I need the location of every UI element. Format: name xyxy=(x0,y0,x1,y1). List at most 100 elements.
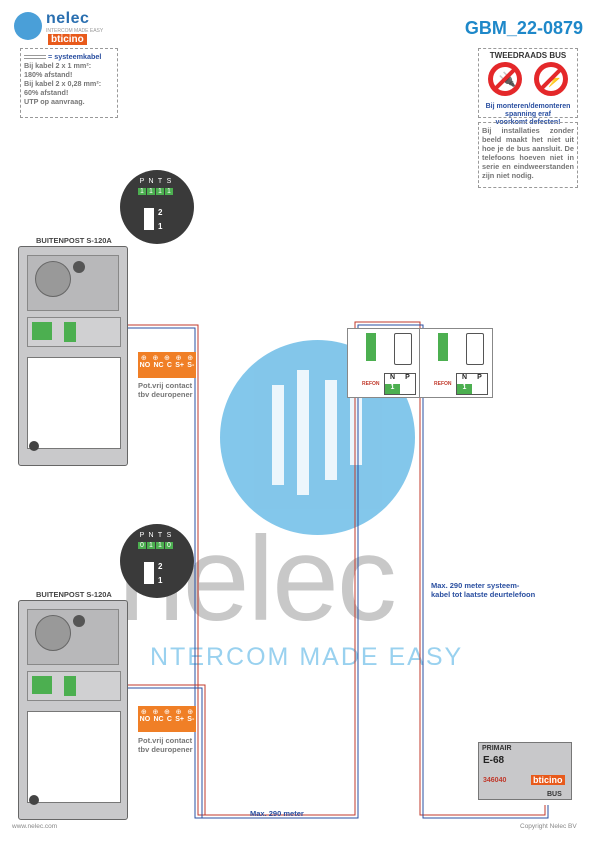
unit-2-caption-2: tbv deuropener xyxy=(138,745,193,754)
footer-website: www.nelec.com xyxy=(12,823,58,830)
unit-2-label: BUITENPOST S-120A xyxy=(36,590,112,599)
warning-text-1: Bij monteren/demonteren xyxy=(485,103,571,110)
unit-2-button-frame xyxy=(27,711,121,803)
cable-note-line: 180% afstand! xyxy=(24,70,73,79)
unit-1-screw-icon xyxy=(29,441,39,451)
cable-note: = systeemkabel Bij kabel 2 x 1 mm²: 180%… xyxy=(20,48,118,118)
unit-1-speaker-icon xyxy=(35,261,71,297)
unit-1-terminal-connector xyxy=(32,322,52,340)
unit-2-caption-1: Pot.vrij contact xyxy=(138,736,193,745)
dip-label: T xyxy=(157,178,163,185)
unit-2-bus-connector xyxy=(64,676,76,696)
phone-2-connector xyxy=(438,333,448,361)
psu-code: 346040 xyxy=(483,777,507,784)
no-voltage-icon: ⚡ xyxy=(534,62,569,96)
unit-1-terminal-block xyxy=(27,317,121,347)
unit-1-panel xyxy=(18,246,128,466)
unit-2-speaker-icon xyxy=(35,615,71,651)
cable-note-title: = systeemkabel xyxy=(24,52,114,61)
unit-2-selector-switch xyxy=(144,562,154,584)
relay-label: NC xyxy=(153,716,164,723)
unit-2-terminal-block xyxy=(27,671,121,701)
dip-value: 1 xyxy=(138,188,146,195)
cable-note-line: Bij kabel 2 x 0,28 mm²: xyxy=(24,79,102,88)
dip-label: P xyxy=(139,178,145,185)
unit-2-relay-block: ⊕⊕⊕⊕⊕ NO NC C S+ S- xyxy=(138,706,196,732)
relay-terminals: ⊕⊕⊕⊕⊕ xyxy=(140,709,194,716)
unit-2-dip-switch: P N T S xyxy=(138,532,173,539)
dip-value: 1 xyxy=(156,542,164,549)
relay-label: NC xyxy=(153,362,164,369)
dip-label: P xyxy=(139,532,145,539)
psu-model: E-68 xyxy=(483,755,505,766)
unit-1-zoom-circle: P N T S 1 1 1 1 2 1 xyxy=(120,170,194,244)
watermark-bars-icon xyxy=(272,370,362,495)
dip-label: S xyxy=(166,178,172,185)
bticino-logo: bticino xyxy=(48,34,87,45)
relay-label: S- xyxy=(187,362,195,369)
dip-label: N xyxy=(148,178,154,185)
psu-primair: PRIMAIR xyxy=(482,745,512,752)
cable-note-line: 60% afstand! xyxy=(24,88,69,97)
unit-2-panel xyxy=(18,600,128,820)
distance-note-2: kabel tot laatste deurtelefoon xyxy=(431,590,536,599)
unit-1-bus-connector xyxy=(64,322,76,342)
psu-bus-label: BUS xyxy=(547,791,562,798)
watermark-tagline: NTERCOM MADE EASY xyxy=(150,643,464,671)
switch-top-label: 2 xyxy=(158,208,163,217)
relay-label: C xyxy=(166,362,172,369)
distance-note-1: Max. 290 meter systeem- xyxy=(431,581,520,590)
max-distance-label: Max. 290 meter xyxy=(250,809,304,818)
unit-1-button-frame xyxy=(27,357,121,449)
dip-value: 1 xyxy=(156,188,164,195)
relay-label: C xyxy=(166,716,172,723)
footer-copyright: Copyright Nelec BV xyxy=(520,823,577,830)
unit-2-zoom-circle: P N T S 0 1 1 0 2 1 xyxy=(120,524,194,598)
warning-text-2: spanning eraf xyxy=(505,111,551,118)
dip-value: 1 xyxy=(147,542,155,549)
unit-1-caption-1: Pot.vrij contact xyxy=(138,381,193,390)
unit-1-camera-icon xyxy=(73,261,85,273)
unit-1-label: BUITENPOST S-120A xyxy=(36,236,112,245)
brand-subtitle: INTERCOM MADE EASY xyxy=(46,28,104,34)
unit-2-screw-icon xyxy=(29,795,39,805)
unit-1-selector-switch xyxy=(144,208,154,230)
unit-1-caption-2: tbv deuropener xyxy=(138,390,193,399)
nelec-logo-icon xyxy=(14,12,42,40)
unit-1-relay-block: ⊕⊕⊕⊕⊕ NO NC C S+ S- xyxy=(138,352,196,378)
phone-1-connector xyxy=(366,333,376,361)
switch-bottom-label: 1 xyxy=(158,222,163,231)
dip-label: S xyxy=(166,532,172,539)
info-box: Bij installaties zonder beeld maakt het … xyxy=(478,122,578,188)
switch-top-label: 2 xyxy=(158,562,163,571)
relay-terminals: ⊕⊕⊕⊕⊕ xyxy=(140,355,194,362)
no-plug-icon: 🔌 xyxy=(487,62,522,96)
dip-label: N xyxy=(148,532,154,539)
phone-2-tag: REFON xyxy=(434,381,452,387)
psu-brand: bticino xyxy=(531,775,565,785)
document-id: GBM_22-0879 xyxy=(464,18,583,38)
dip-value: 1 xyxy=(147,188,155,195)
brand-name: nelec xyxy=(46,10,90,27)
cable-note-line: UTP op aanvraag. xyxy=(24,97,85,106)
relay-label: S+ xyxy=(175,716,184,723)
dip-value: 1 xyxy=(165,188,173,195)
power-supply: PRIMAIR E-68 346040 bticino BUS xyxy=(478,742,572,800)
unit-1-dip-switch: P N T S xyxy=(138,178,173,185)
phone-1-tag: REFON xyxy=(362,381,380,387)
unit-2-camera-icon xyxy=(73,615,85,627)
dip-value: 0 xyxy=(138,542,146,549)
switch-bottom-label: 1 xyxy=(158,576,163,585)
unit-2-terminal-connector xyxy=(32,676,52,694)
phone-1-handset-icon xyxy=(394,333,412,365)
relay-label: S+ xyxy=(175,362,184,369)
relay-label: S- xyxy=(187,716,195,723)
phone-2-handset-icon xyxy=(466,333,484,365)
dip-label: T xyxy=(157,532,163,539)
dip-value: 0 xyxy=(165,542,173,549)
relay-label: NO xyxy=(139,362,151,369)
